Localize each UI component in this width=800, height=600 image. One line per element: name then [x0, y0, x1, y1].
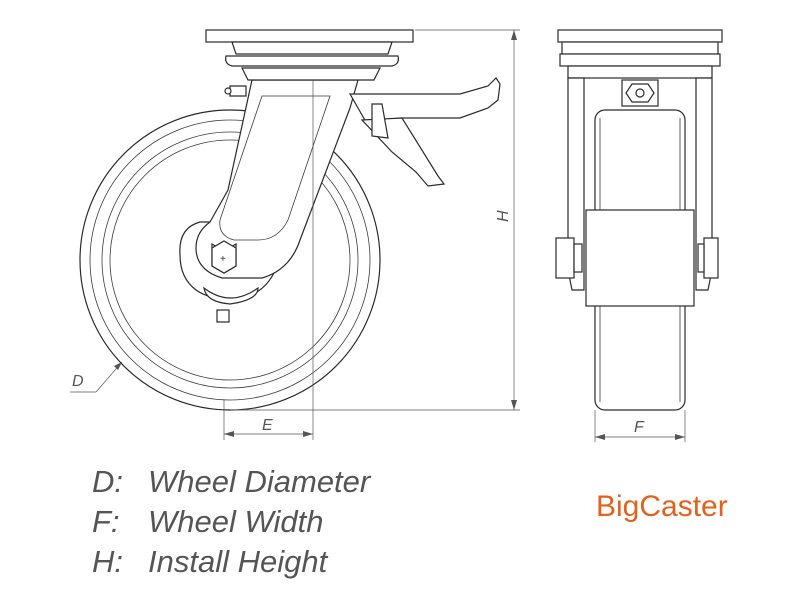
brake-shoe [371, 103, 389, 139]
front-swivel-body [567, 65, 713, 79]
front-swivel-race [559, 53, 721, 67]
swivel-body [241, 67, 381, 81]
axle-nut-face [211, 240, 237, 274]
swivel-race [225, 55, 399, 67]
legend-row-diameter: D: Wheel Diameter [92, 462, 370, 502]
dimension-d: D [70, 361, 123, 393]
dimension-e: E [223, 400, 313, 440]
legend-key: D: [92, 464, 123, 499]
fork-arm [195, 79, 359, 279]
front-axle-nut [703, 237, 719, 279]
dimension-label-f: F [634, 419, 645, 436]
top-flange [231, 41, 393, 55]
top-plate [205, 29, 414, 43]
legend-row-height: H: Install Height [92, 542, 370, 582]
front-axle-washer-left [573, 243, 583, 273]
brand-logo-text: BigCaster [596, 490, 728, 523]
dimension-legend: D: Wheel Diameter F: Wheel Width H: Install… [92, 462, 370, 582]
legend-row-width: F: Wheel Width [92, 502, 370, 542]
front-axle-bolt-head [555, 237, 575, 279]
dimension-label-e: E [262, 417, 273, 434]
caster-technical-drawing: + H E D [70, 29, 723, 442]
side-view: + [79, 29, 501, 411]
front-axle-washer-right [697, 243, 705, 273]
front-flange [561, 41, 719, 55]
front-fork-right [695, 77, 713, 291]
legend-key: F: [92, 504, 120, 539]
dimension-f: F [594, 410, 686, 442]
hub-lower [203, 286, 259, 305]
front-top-plate [557, 29, 723, 43]
wheel-inner-ring [109, 139, 351, 381]
legend-text: Install Height [148, 544, 328, 579]
legend-text: Wheel Width [148, 504, 324, 539]
grease-nipple-tip [224, 87, 232, 95]
axle-center-mark: + [220, 254, 226, 265]
front-hub [585, 209, 695, 307]
front-view [555, 29, 723, 411]
front-grease-center [635, 88, 645, 98]
grease-nipple [229, 85, 247, 97]
legend-text: Wheel Diameter [148, 464, 371, 499]
dimension-label-h: H [495, 210, 512, 222]
fork-arm-slot [219, 95, 331, 241]
legend-key: H: [92, 544, 123, 579]
dimension-label-d: D [72, 373, 84, 390]
wheel-tread-line [89, 119, 371, 401]
dimension-h: H [230, 29, 520, 411]
wheel-core [101, 131, 359, 389]
grease-plug [216, 309, 230, 323]
